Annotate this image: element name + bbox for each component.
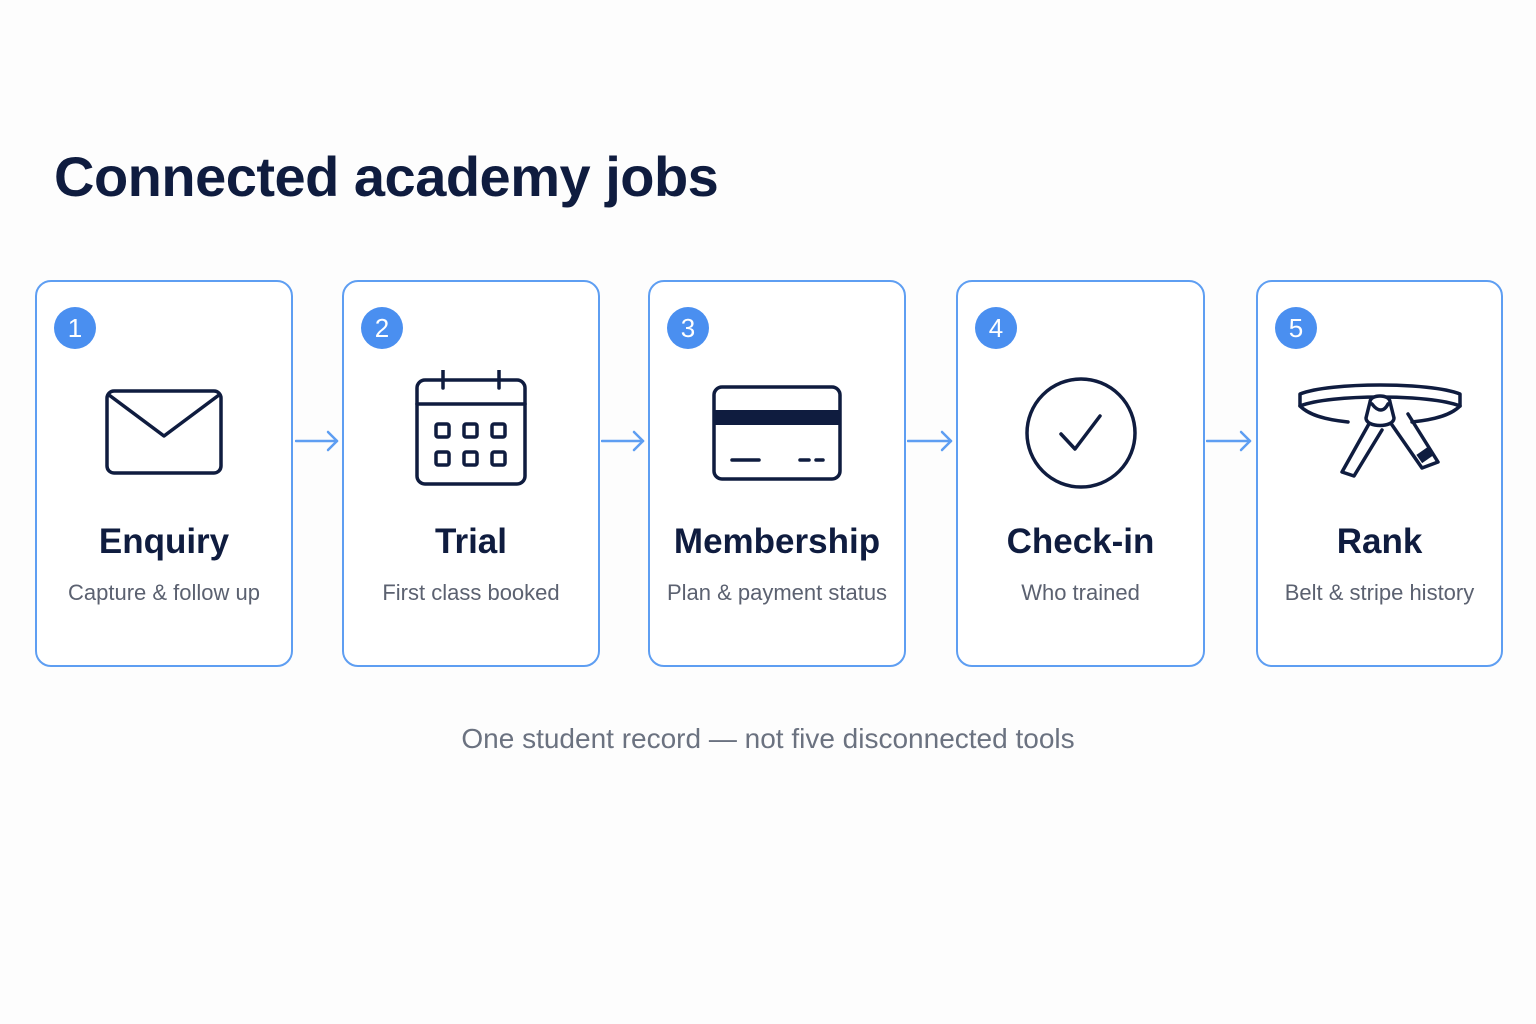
envelope-icon (74, 370, 254, 496)
step-card-trial: 2 Trial First class booked (342, 280, 600, 667)
step-number-badge: 3 (667, 307, 709, 349)
step-title: Check-in (1006, 522, 1155, 561)
check-circle-icon (991, 370, 1171, 496)
step-title: Trial (435, 522, 507, 561)
footer-tagline: One student record — not five disconnect… (461, 723, 1075, 754)
step-card-membership: 3 Membership Plan & payment status (648, 280, 906, 667)
page-title: Connected academy jobs (54, 145, 719, 208)
step-description: Capture & follow up (68, 580, 260, 605)
step-title: Membership (673, 522, 881, 561)
credit-card-icon (687, 370, 867, 496)
step-description: First class booked (382, 580, 560, 605)
step-number-badge: 1 (54, 307, 96, 349)
workflow-steps: 1 Enquiry Capture & follow up 2 (35, 280, 1503, 667)
arrow-right-icon (1206, 428, 1254, 454)
step-card-rank: 5 Rank Belt & stripe history (1256, 280, 1503, 667)
step-description: Who trained (1021, 580, 1140, 605)
step-description: Plan & payment status (666, 580, 888, 605)
step-number-badge: 4 (975, 307, 1017, 349)
step-card-enquiry: 1 Enquiry Capture & follow up (35, 280, 293, 667)
arrow-right-icon (295, 428, 341, 454)
arrow-right-icon (907, 428, 955, 454)
arrow-right-icon (601, 428, 647, 454)
belt-icon (1290, 370, 1470, 496)
step-card-check-in: 4 Check-in Who trained (956, 280, 1205, 667)
step-title: Rank (1336, 522, 1423, 561)
calendar-icon (381, 370, 561, 496)
step-number-badge: 5 (1275, 307, 1317, 349)
step-number-badge: 2 (361, 307, 403, 349)
step-title: Enquiry (98, 522, 230, 561)
step-description: Belt & stripe history (1284, 580, 1475, 605)
